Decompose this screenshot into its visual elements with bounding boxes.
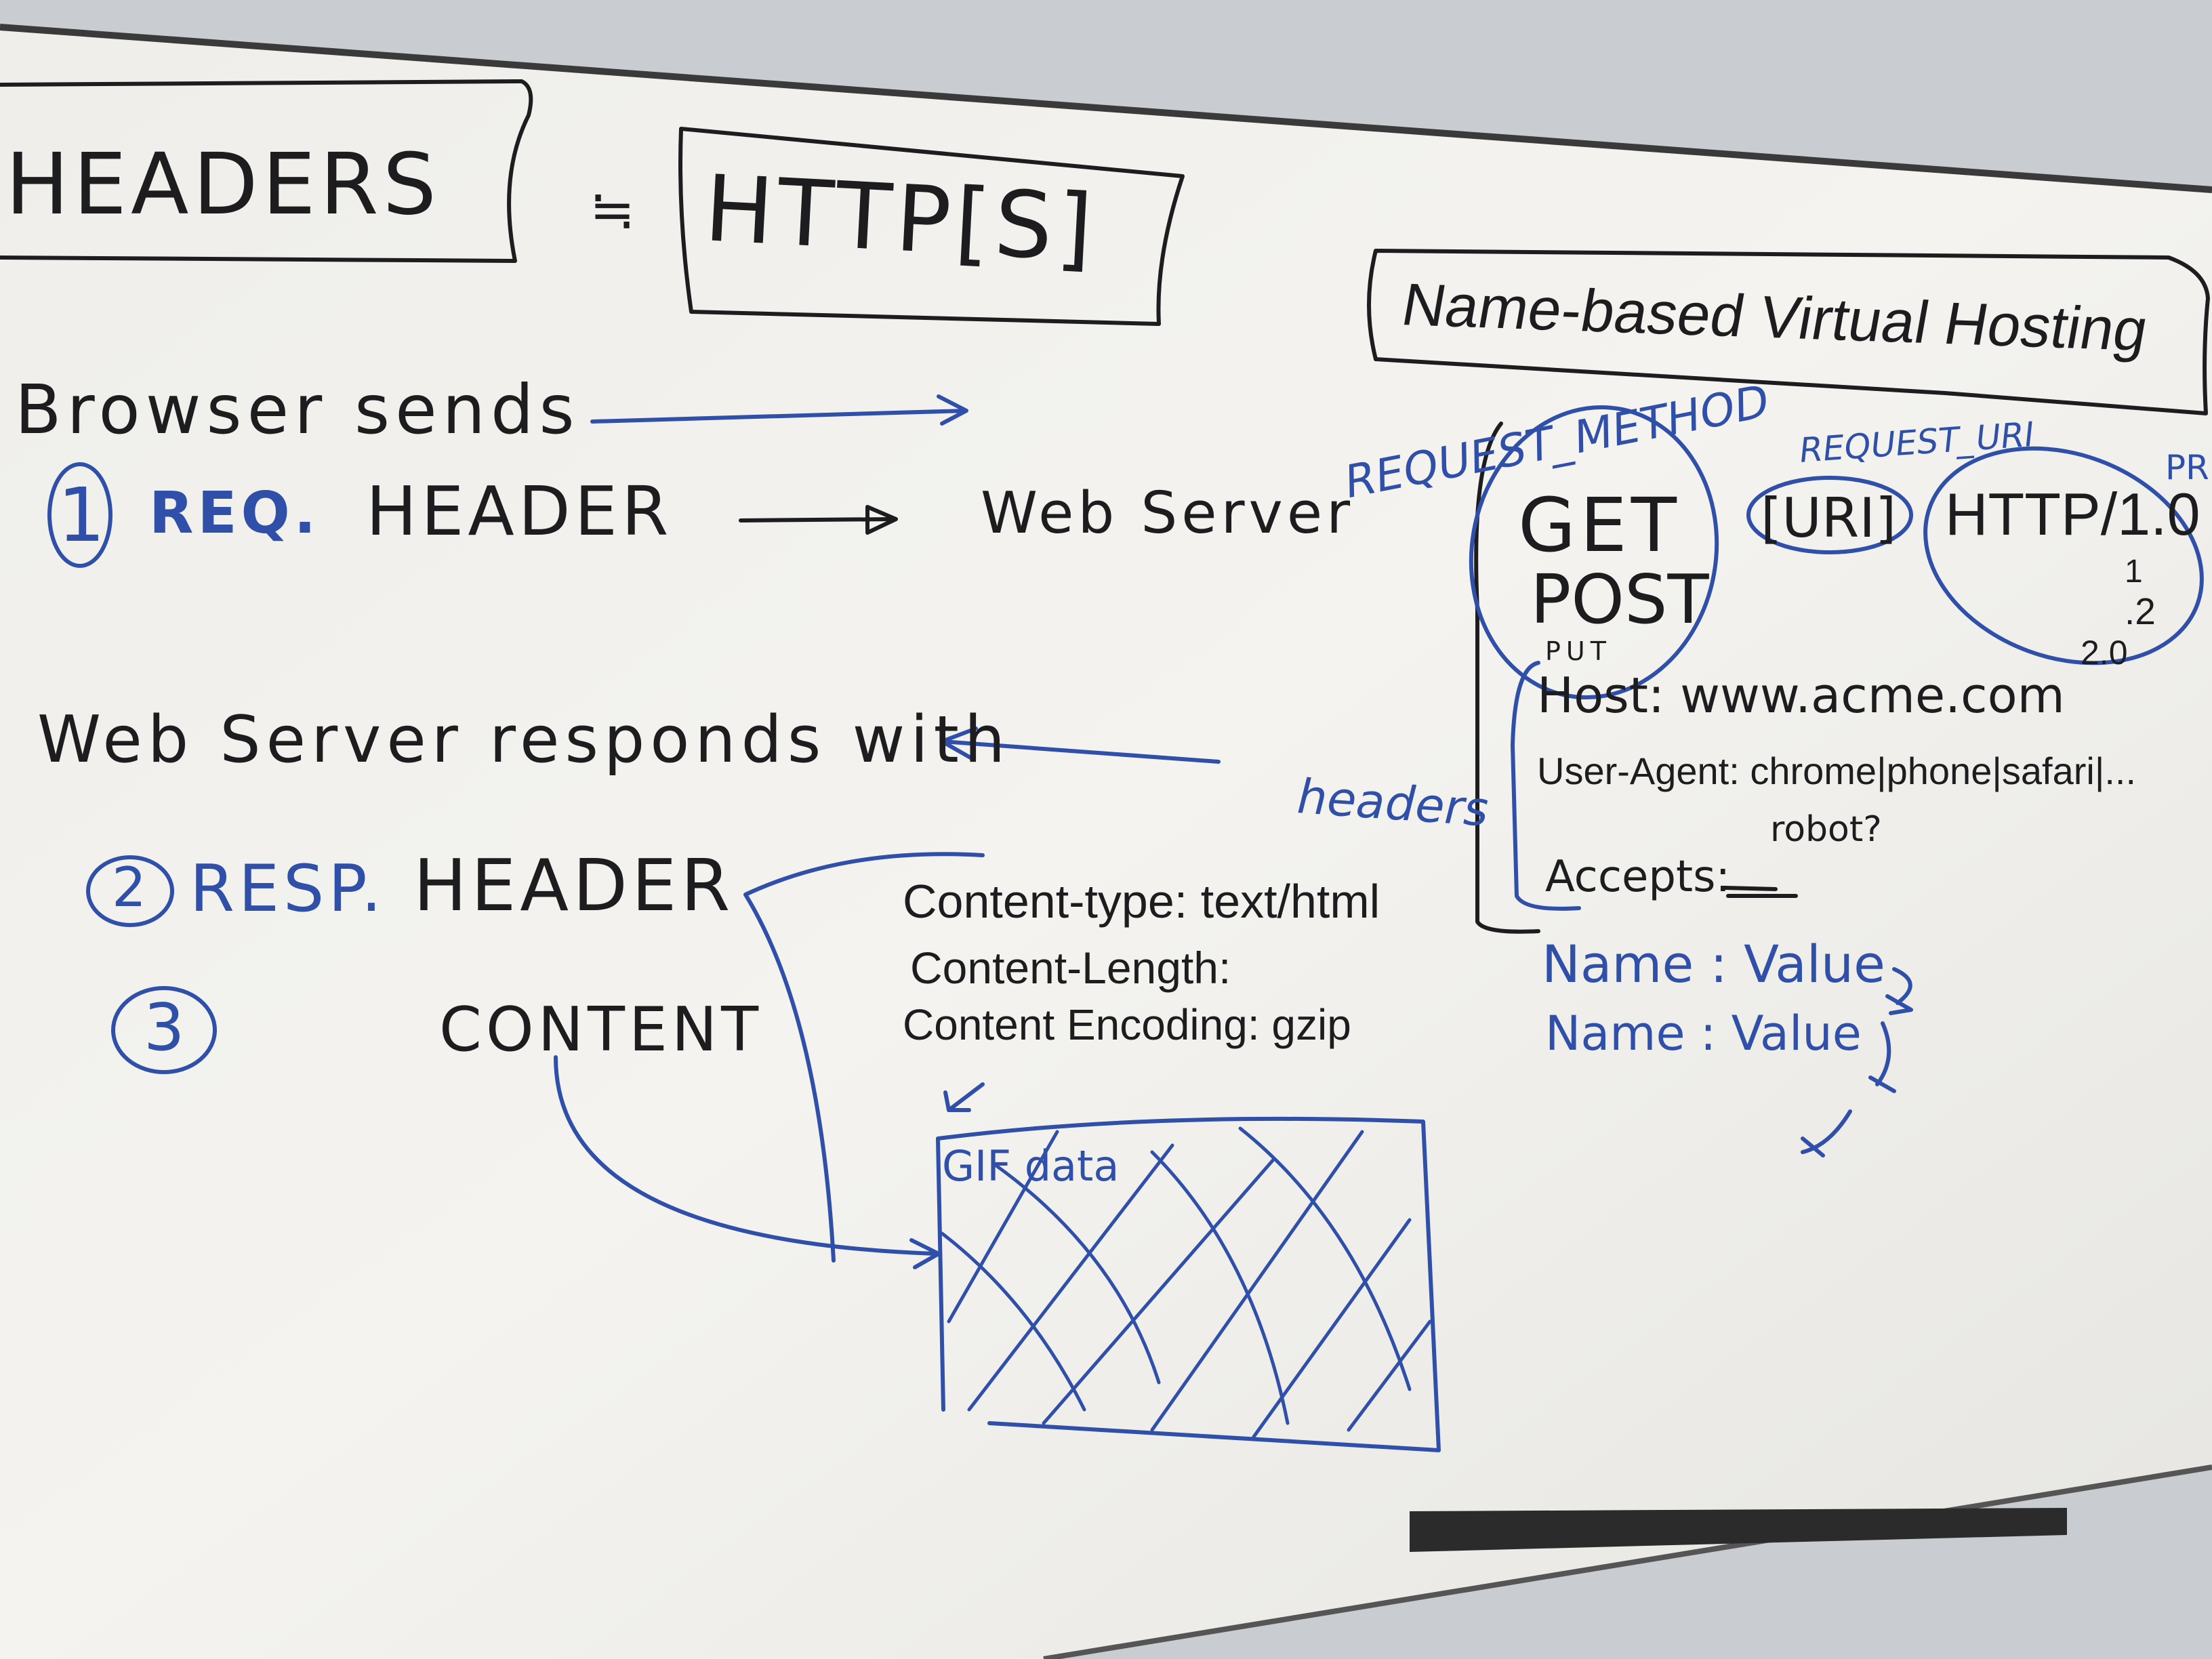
resp-label: RESP. <box>190 852 386 926</box>
small-down-arrow <box>943 1082 985 1112</box>
request-bracket <box>1474 422 1540 934</box>
name-value-pair-2: Name : Value <box>1545 1006 1862 1061</box>
step1-number: 1 <box>58 472 105 558</box>
req-label: REQ. <box>149 480 321 547</box>
content-encoding-header: Content Encoding: gzip <box>903 1000 1351 1049</box>
board-frame-bottom <box>1043 1465 2212 1659</box>
content-text: CONTENT <box>439 994 763 1065</box>
pair-arrow-3 <box>1801 1109 1852 1158</box>
name-value-pair-1: Name : Value <box>1542 934 1885 994</box>
step2-circle <box>86 855 174 927</box>
method-get: GET <box>1518 482 1681 569</box>
step3-circle <box>111 986 217 1074</box>
req-header-text: HEADER <box>366 472 673 551</box>
board-surface <box>0 27 2212 1659</box>
board-frame <box>0 24 2212 193</box>
req-header-arrow <box>739 505 898 535</box>
gif-data-label: GIF data <box>942 1141 1120 1191</box>
host-header: Host: www.acme.com <box>1537 667 2065 724</box>
user-agent-robot: robot? <box>1770 809 1882 850</box>
browser-sends-arrow <box>590 394 968 426</box>
method-ellipse <box>1469 405 1719 700</box>
server-responds-text: Web Server responds with <box>37 703 1011 777</box>
version-2-0: 2.0 <box>2081 634 2128 672</box>
pair-arrow-2 <box>1868 1021 1896 1093</box>
browser-sends-text: Browser sends <box>15 370 580 449</box>
protocol-label: PR <box>2165 448 2209 487</box>
marker-tray <box>1410 1508 2067 1552</box>
step2-number: 2 <box>112 856 146 919</box>
resp-header-text: HEADER <box>413 844 735 927</box>
web-server-text: Web Server <box>981 480 1355 547</box>
version-1-2: .2 <box>2125 590 2156 632</box>
accepts-equals <box>1723 886 1798 898</box>
https-title-box <box>678 127 1185 326</box>
user-agent-header: User-Agent: chrome|phone|safari|... <box>1537 750 2137 792</box>
content-type-header: Content-type: text/html <box>903 875 1380 928</box>
content-box-hatching <box>940 1126 1432 1439</box>
uri-text: [URI] <box>1761 487 1897 550</box>
step3-number: 3 <box>144 991 185 1065</box>
protocol-text: HTTP/1.0 <box>1945 480 2200 548</box>
https-title: HTTP[S] <box>701 155 1099 283</box>
method-post: POST <box>1530 560 1709 639</box>
content-length-header: Content-Length: <box>910 943 1231 993</box>
step1-circle <box>47 462 112 568</box>
pair-arrow-1 <box>1885 967 1913 1015</box>
header-to-content-curve <box>743 852 985 1263</box>
virtual-hosting-box <box>1367 249 2210 415</box>
protocol-ellipse <box>1923 446 2204 665</box>
uri-ellipse <box>1746 476 1913 554</box>
headers-bracket <box>1511 661 1581 911</box>
headers-title: HEADERS <box>5 136 441 234</box>
method-put: PUT <box>1545 636 1612 666</box>
accepts-header: Accepts: <box>1545 852 1731 902</box>
headers-title-box <box>0 79 533 263</box>
content-box <box>936 1116 1441 1452</box>
version-1-1: 1 <box>2125 554 2143 590</box>
title-connector: ≒ <box>590 178 636 241</box>
headers-label: headers <box>1290 769 1496 838</box>
response-arrow <box>940 726 1221 764</box>
